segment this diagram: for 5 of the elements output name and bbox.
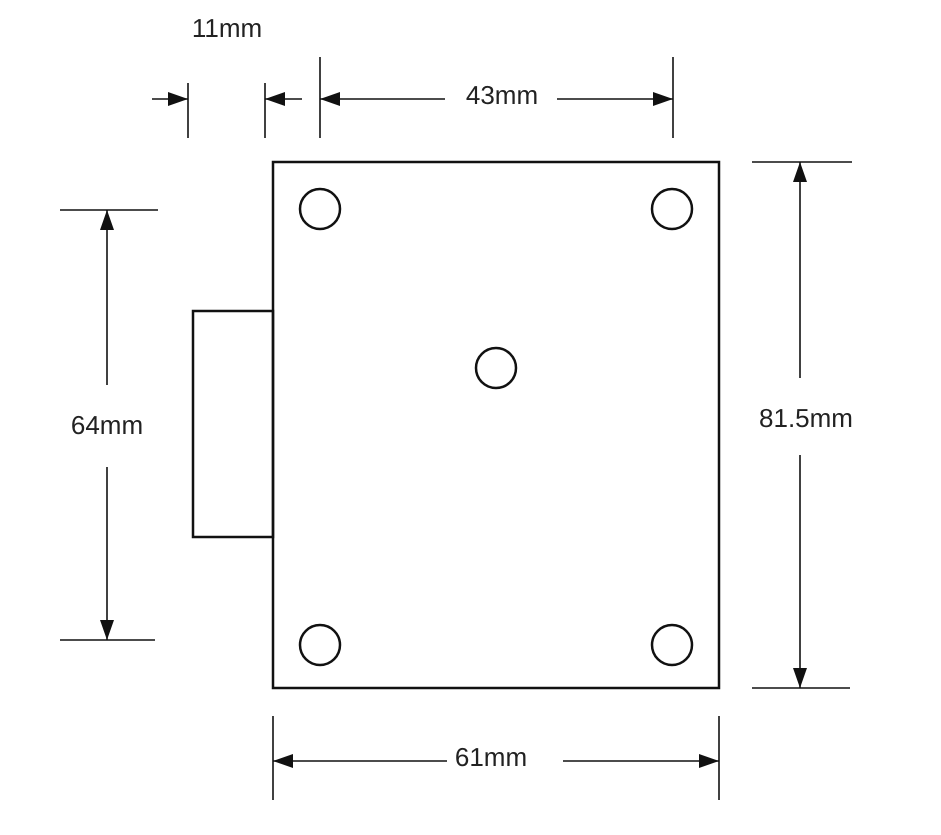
dimension-label: 81.5mm — [759, 405, 853, 431]
dimension-label: 61mm — [454, 744, 528, 770]
dimension-label: 11mm — [192, 15, 262, 41]
dimension-label: 43mm — [466, 82, 538, 108]
dimension-label: 64mm — [70, 412, 144, 438]
